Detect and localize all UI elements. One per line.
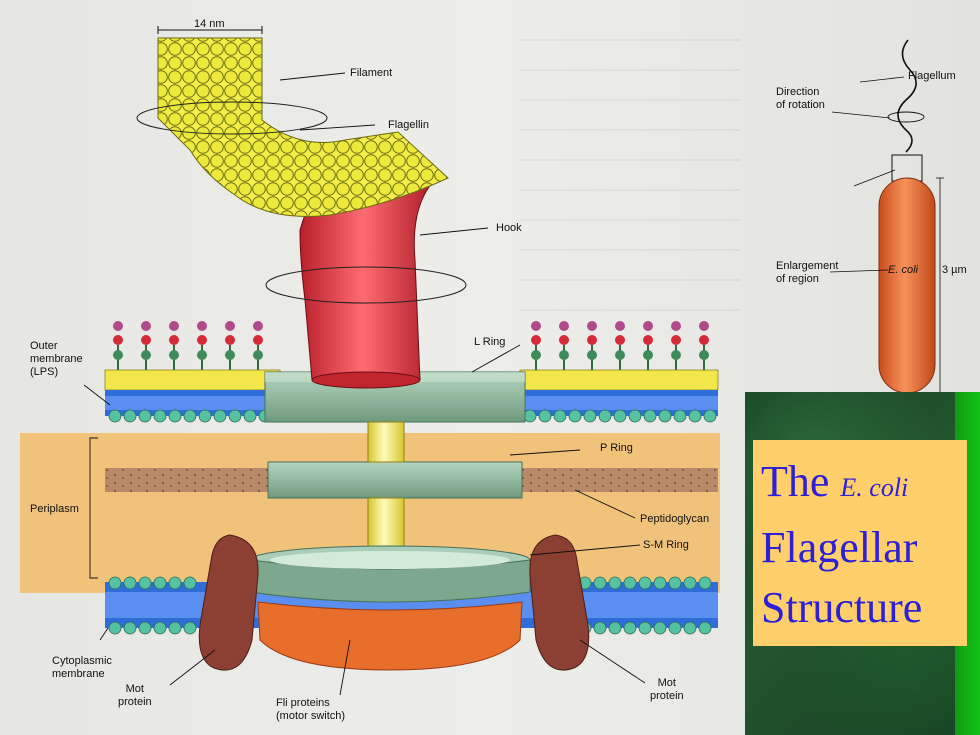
label-periplasm: Periplasm [30, 503, 79, 515]
label-fli-proteins: Fli proteins (motor switch) [276, 697, 346, 722]
label-3um: 3 µm [942, 264, 967, 276]
periplasm-bracket [89, 437, 98, 579]
label-mot-protein-left: Mot protein [118, 683, 152, 708]
label-enlargement-of-region: Enlargement of region [776, 260, 839, 285]
label-outer-membrane: Outer membrane (LPS) [30, 340, 83, 378]
mot-protein-right [529, 534, 590, 671]
leader-lines [83, 72, 646, 696]
p-ring [267, 461, 523, 499]
label-flagellum: Flagellum [908, 70, 956, 82]
slide-title: The E. coli Flagellar Structure [753, 440, 967, 646]
rotation-arrow-hook [265, 266, 467, 304]
rotation-arrow-filament [136, 101, 328, 135]
label-p-ring: P Ring [600, 442, 633, 454]
label-14nm: 14 nm [194, 18, 225, 30]
label-l-ring: L Ring [474, 336, 506, 348]
label-cytoplasmic-membrane: Cytoplasmic membrane [52, 655, 112, 680]
filament [157, 37, 449, 217]
title-line-1: The E. coli [761, 457, 909, 506]
label-flagellin: Flagellin [388, 119, 429, 131]
label-peptidoglycan: Peptidoglycan [640, 513, 710, 525]
title-line-3: Structure [761, 583, 923, 632]
label-filament: Filament [350, 67, 393, 79]
label-ecoli: E. coli [888, 264, 918, 276]
label-sm-ring: S-M Ring [643, 539, 689, 551]
title-line-2: Flagellar [761, 523, 918, 572]
s-m-ring [249, 545, 531, 603]
lps-chains-left [113, 321, 263, 370]
background-text-lines [520, 39, 740, 311]
scale-bracket [157, 26, 263, 34]
inset-ecoli [829, 39, 944, 394]
label-hook: Hook [496, 222, 522, 234]
outer-membrane-left [104, 369, 281, 416]
lps-chains-right [531, 321, 709, 370]
fli-proteins [257, 601, 523, 671]
outer-membrane-right [519, 369, 719, 416]
mot-protein-left [198, 534, 259, 671]
label-mot-protein-right: Mot protein [650, 677, 684, 702]
label-direction-of-rotation: Direction of rotation [776, 86, 825, 111]
